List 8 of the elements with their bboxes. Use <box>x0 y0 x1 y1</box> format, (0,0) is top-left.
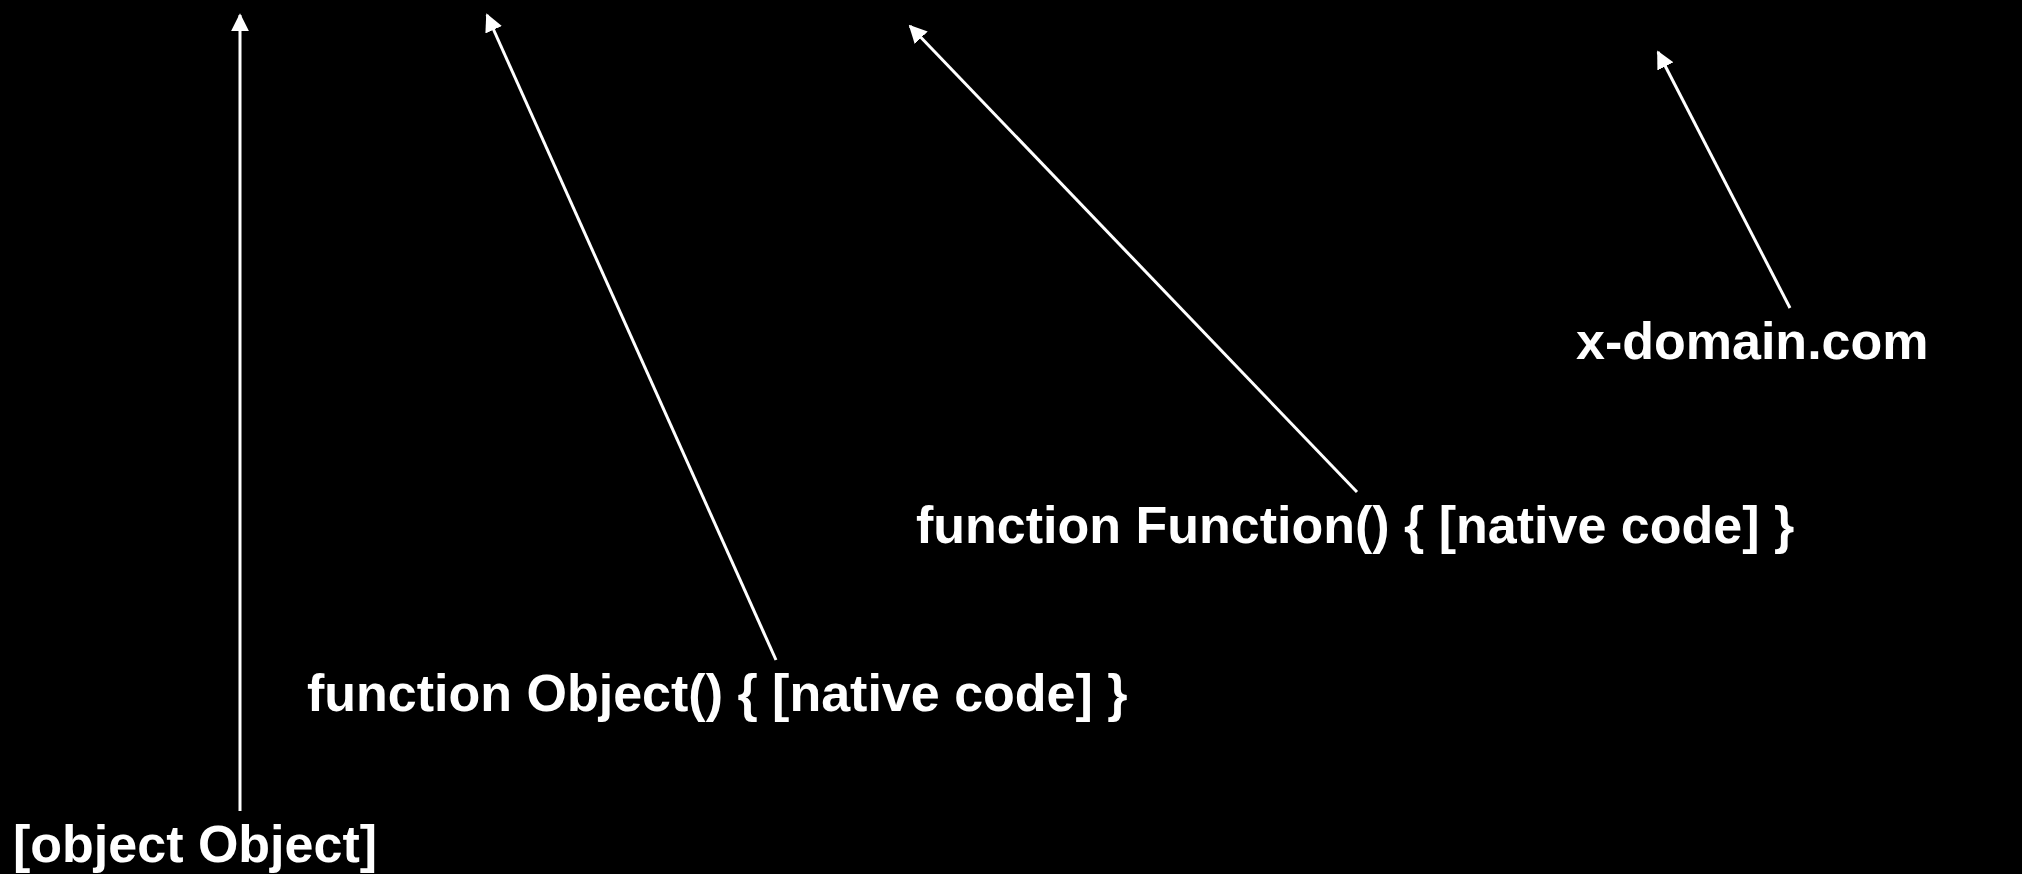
arrow <box>485 13 778 661</box>
code-text: function Function() { [native code] } <box>916 496 1795 556</box>
arrow <box>1656 50 1792 309</box>
code-text: function Object() { [native code] } <box>307 664 1128 724</box>
code-text: [object Object] <box>13 815 378 874</box>
code-text: x-domain.com <box>1576 312 1929 372</box>
arrow <box>231 13 249 811</box>
arrow <box>908 24 1359 494</box>
